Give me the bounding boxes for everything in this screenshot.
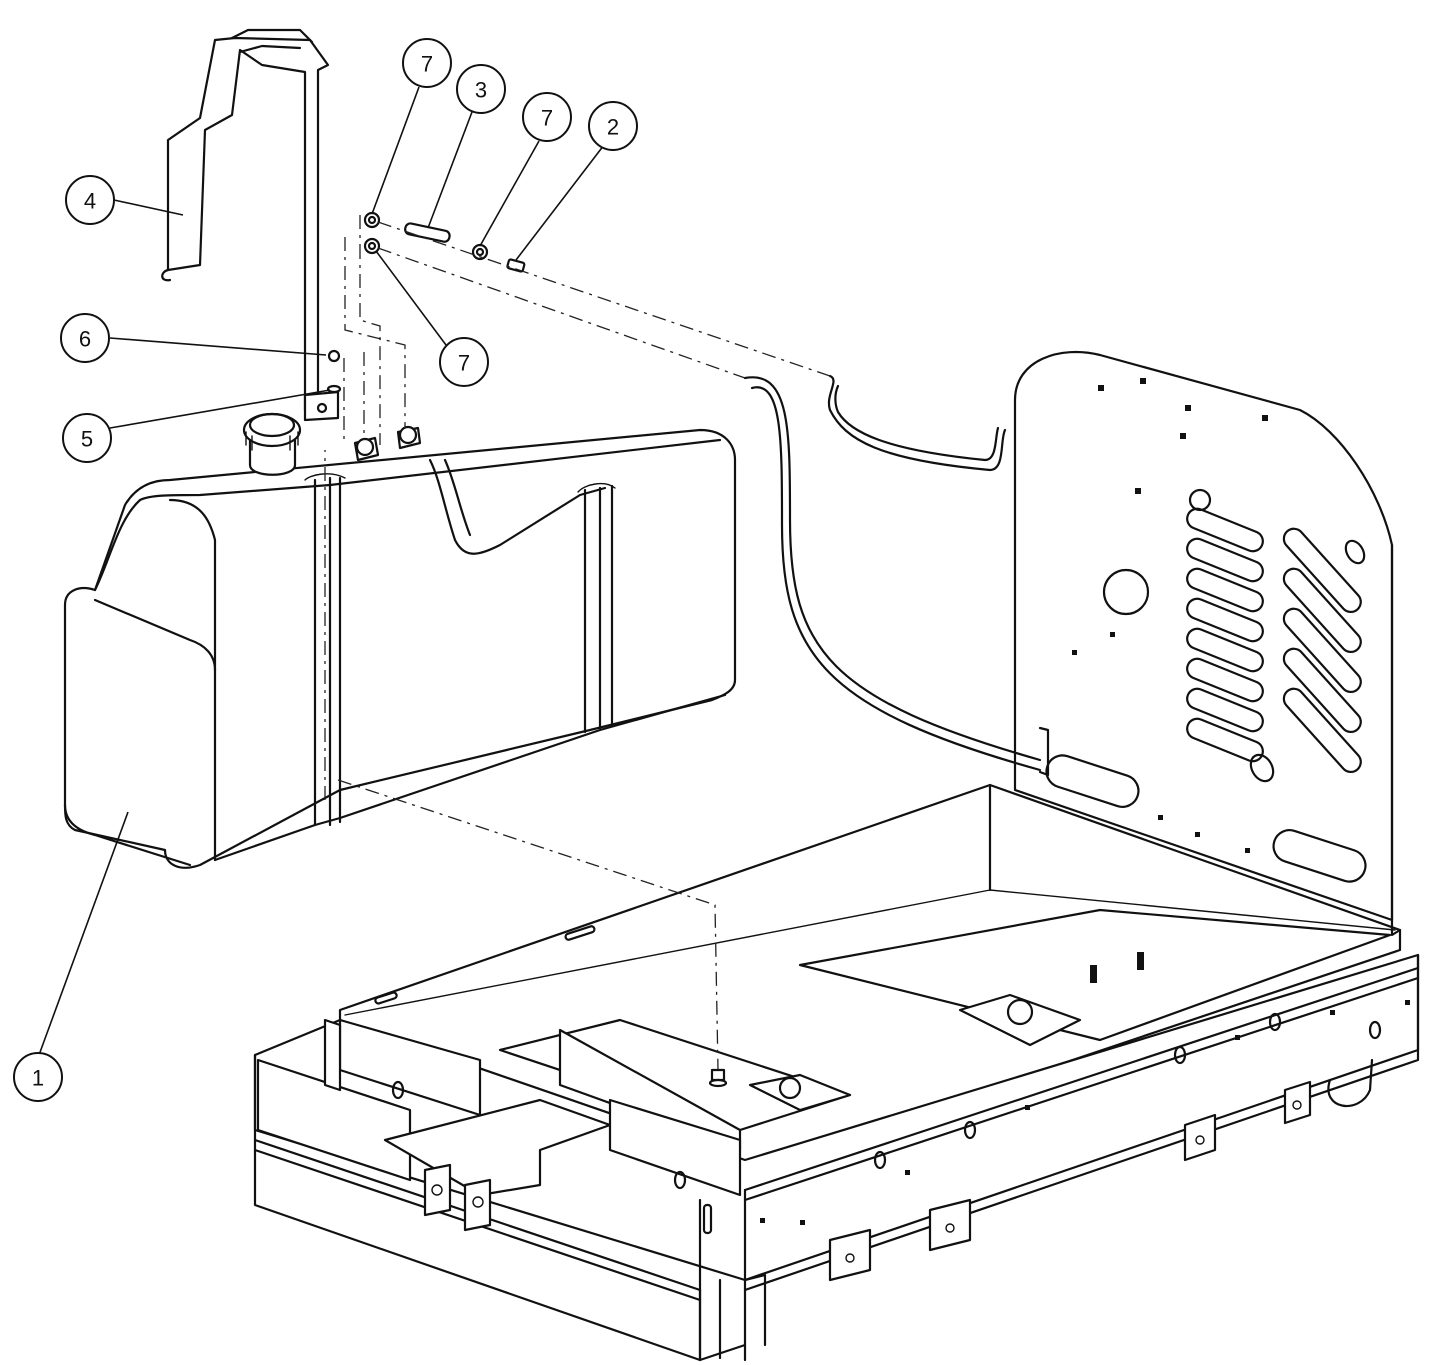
callout-label-5: 5 xyxy=(81,427,93,452)
callout-3: 3 xyxy=(456,64,506,114)
callout-7-lower: 7 xyxy=(439,337,489,387)
callout-label-1: 1 xyxy=(32,1066,44,1091)
assembly-path-lines xyxy=(324,215,831,1071)
callout-7-top-right: 7 xyxy=(522,92,572,142)
nut-and-washer xyxy=(326,349,342,394)
fuel-tank xyxy=(63,412,737,869)
callout-label-4: 4 xyxy=(84,189,96,214)
callout-label-7a: 7 xyxy=(421,52,433,77)
callout-6: 6 xyxy=(60,313,110,363)
callout-label-2: 2 xyxy=(607,115,619,140)
vent-slots xyxy=(1186,507,1366,783)
callout-4: 4 xyxy=(65,175,115,225)
callout-label-7b: 7 xyxy=(541,106,553,131)
rear-vent-panel xyxy=(1013,350,1402,937)
callout-label-6: 6 xyxy=(79,327,91,352)
callout-label-3: 3 xyxy=(475,78,487,103)
callout-label-7c: 7 xyxy=(458,351,470,376)
callout-7-top-left: 7 xyxy=(402,38,452,88)
callout-leaders xyxy=(38,86,605,1056)
fitting-hardware xyxy=(363,211,526,273)
callout-5: 5 xyxy=(62,413,112,463)
callout-1: 1 xyxy=(13,1052,63,1102)
tank-mount-bolt xyxy=(708,1068,728,1088)
base-frame xyxy=(253,783,1420,1362)
tank-strap-bracket xyxy=(161,28,340,422)
callout-2: 2 xyxy=(588,101,638,151)
fuel-hoses xyxy=(743,374,1050,777)
